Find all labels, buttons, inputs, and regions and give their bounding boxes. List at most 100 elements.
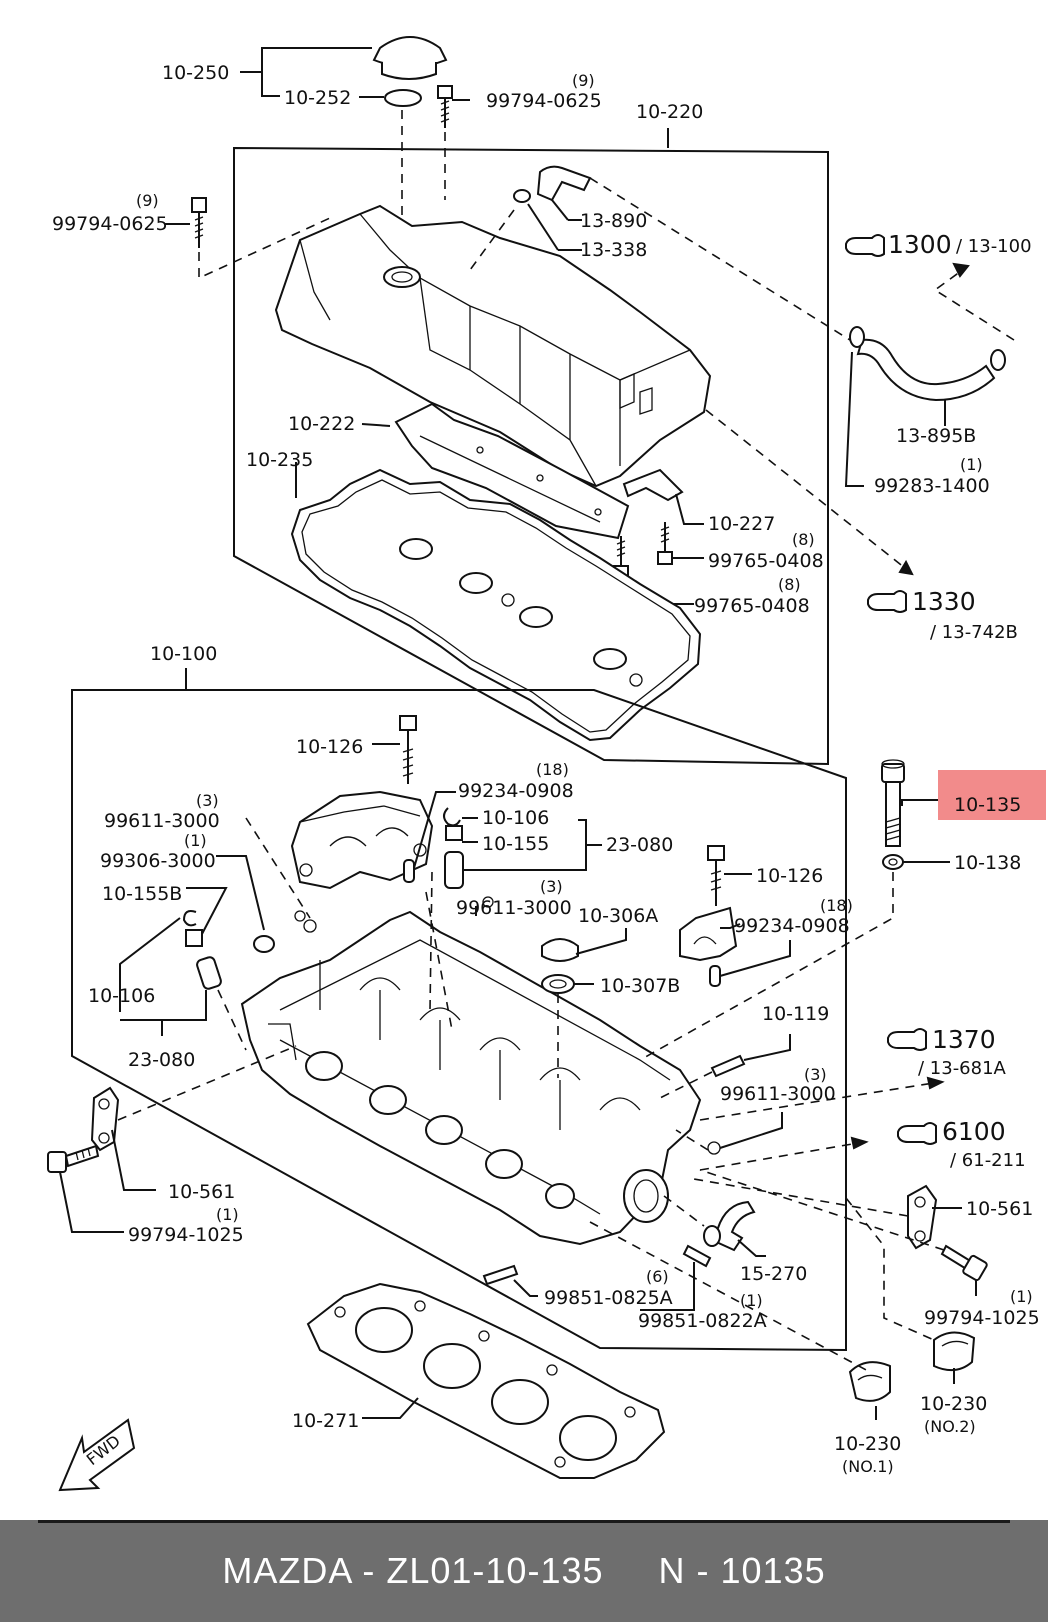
label-99794-0625-left[interactable]: 99794-0625 bbox=[52, 213, 168, 235]
label-13-890[interactable]: 13-890 bbox=[580, 210, 647, 232]
label-10-230-no1[interactable]: 10-230 bbox=[834, 1433, 901, 1455]
label-99611-3000-right[interactable]: 99611-3000 bbox=[720, 1083, 836, 1105]
engine-hanger-left[interactable] bbox=[90, 1045, 297, 1191]
label-10-307b[interactable]: 10-307B bbox=[600, 975, 680, 997]
engine-hanger-right[interactable] bbox=[687, 1177, 962, 1250]
label-10-138[interactable]: 10-138 bbox=[954, 852, 1021, 874]
cap-gasket[interactable] bbox=[384, 89, 422, 107]
label-10-561-left[interactable]: 10-561 bbox=[168, 1181, 235, 1203]
label-10-126-right[interactable]: 10-126 bbox=[756, 865, 823, 887]
camshaft-cap-right[interactable] bbox=[679, 845, 791, 987]
cover-assembly-frame bbox=[233, 146, 829, 766]
label-10-230-no2[interactable]: 10-230 bbox=[920, 1393, 987, 1415]
hanger-bolt-right[interactable] bbox=[699, 1169, 988, 1296]
label-23-080-left[interactable]: 23-080 bbox=[128, 1049, 195, 1071]
part-number-caption: MAZDA - ZL01-10-135 N - 10135 bbox=[222, 1550, 826, 1591]
cam-cap-bolt-left[interactable] bbox=[372, 715, 417, 784]
stud-10-119[interactable] bbox=[655, 1034, 791, 1101]
label-10-561-right[interactable]: 10-561 bbox=[966, 1198, 1033, 1220]
qty-99234-0908-left: (18) bbox=[536, 760, 569, 779]
qty-99765-0408-b: (8) bbox=[778, 575, 801, 594]
label-99611-3000-center[interactable]: 99611-3000 bbox=[456, 897, 572, 919]
qty-99283-1400: (1) bbox=[960, 455, 983, 474]
label-10-106-left[interactable]: 10-106 bbox=[88, 985, 155, 1007]
label-no2: (NO.2) bbox=[924, 1417, 976, 1436]
label-10-271[interactable]: 10-271 bbox=[292, 1410, 359, 1432]
camshaft-seal-no1[interactable] bbox=[848, 1361, 891, 1420]
cylinder-head-frame bbox=[71, 689, 847, 1352]
label-10-250[interactable]: 10-250 bbox=[162, 62, 229, 84]
pcv-fitting[interactable] bbox=[469, 165, 851, 341]
plug-10-306a[interactable] bbox=[541, 928, 627, 962]
cylinder-head-cover[interactable] bbox=[274, 204, 712, 488]
cover-bolt-top[interactable] bbox=[437, 85, 470, 200]
water-fitting[interactable] bbox=[663, 1195, 766, 1257]
footer-divider bbox=[38, 1520, 1010, 1523]
label-10-155[interactable]: 10-155 bbox=[482, 833, 549, 855]
label-13-895b[interactable]: 13-895B bbox=[896, 425, 976, 447]
cover-baffle-plate[interactable] bbox=[361, 402, 630, 540]
reference-hand-icon bbox=[845, 234, 937, 1145]
bracket[interactable] bbox=[622, 468, 704, 525]
label-10-252[interactable]: 10-252 bbox=[284, 87, 351, 109]
label-10-106-top[interactable]: 10-106 bbox=[482, 807, 549, 829]
label-99611-3000-left[interactable]: 99611-3000 bbox=[104, 810, 220, 832]
cover-bolt-left[interactable] bbox=[165, 197, 331, 280]
label-13-338[interactable]: 13-338 bbox=[580, 239, 647, 261]
label-23-080-top[interactable]: 23-080 bbox=[606, 834, 673, 856]
head-bolt-washer[interactable] bbox=[639, 854, 950, 1061]
label-99283-1400[interactable]: 99283-1400 bbox=[874, 475, 990, 497]
ref-1300[interactable]: 1300 bbox=[888, 230, 952, 259]
label-99851-0825a[interactable]: 99851-0825A bbox=[544, 1287, 673, 1309]
labels: 10-250 10-252 (9) 99794-0625 10-220 (9) … bbox=[52, 62, 1040, 1476]
label-99851-0822a[interactable]: 99851-0822A bbox=[638, 1310, 767, 1332]
dowel-pin-left[interactable] bbox=[403, 791, 456, 883]
camshaft-seal-no2[interactable] bbox=[933, 1331, 976, 1384]
ref-1370[interactable]: 1370 bbox=[932, 1025, 996, 1054]
qty-99794-1025-right: (1) bbox=[1010, 1287, 1033, 1306]
qty-99851-0822a: (1) bbox=[740, 1291, 763, 1310]
head-cover-gasket[interactable] bbox=[290, 462, 702, 742]
label-10-235[interactable]: 10-235 bbox=[246, 449, 313, 471]
oil-filler-cap-group bbox=[240, 36, 448, 250]
ref-6100[interactable]: 6100 bbox=[942, 1117, 1006, 1146]
label-99234-0908-right[interactable]: 99234-0908 bbox=[734, 915, 850, 937]
label-10-119[interactable]: 10-119 bbox=[762, 1003, 829, 1025]
qty-99611-3000-center: (3) bbox=[540, 877, 563, 896]
label-10-126-left[interactable]: 10-126 bbox=[296, 736, 363, 758]
footer-bar: MAZDA - ZL01-10-135 N - 10135 bbox=[0, 1520, 1048, 1622]
qty-99851-0825a: (6) bbox=[646, 1267, 669, 1286]
hanger-bolt-left[interactable] bbox=[47, 1144, 124, 1233]
label-10-227[interactable]: 10-227 bbox=[708, 513, 775, 535]
label-99306-3000[interactable]: 99306-3000 bbox=[100, 850, 216, 872]
label-99794-1025-right[interactable]: 99794-1025 bbox=[924, 1307, 1040, 1329]
label-99794-1025-left[interactable]: 99794-1025 bbox=[128, 1224, 244, 1246]
hydraulic-lash-adjuster-left[interactable] bbox=[119, 887, 247, 1051]
cylinder-head-gasket[interactable] bbox=[306, 1282, 666, 1479]
label-99794-0625-top[interactable]: 99794-0625 bbox=[486, 90, 602, 112]
ref-1370-sub: / 13-681A bbox=[918, 1058, 1007, 1079]
label-99234-0908-left[interactable]: 99234-0908 bbox=[458, 780, 574, 802]
cylinder-head-bolt[interactable] bbox=[881, 759, 938, 847]
label-10-135[interactable]: 10-135 bbox=[954, 794, 1021, 816]
cover-bolt-right[interactable] bbox=[657, 522, 704, 565]
label-99765-0408-a[interactable]: 99765-0408 bbox=[708, 550, 824, 572]
label-10-155b[interactable]: 10-155B bbox=[102, 883, 182, 905]
camshaft-cap[interactable] bbox=[290, 790, 434, 890]
ref-1300-sub: / 13-100 bbox=[956, 236, 1032, 257]
qty-99306-3000: (1) bbox=[184, 831, 207, 850]
label-15-270[interactable]: 15-270 bbox=[740, 1263, 807, 1285]
label-no1: (NO.1) bbox=[842, 1457, 894, 1476]
stud-99851-0825a[interactable] bbox=[482, 1264, 538, 1297]
ref-1330[interactable]: 1330 bbox=[912, 587, 976, 616]
label-10-220[interactable]: 10-220 bbox=[636, 101, 703, 123]
hydraulic-lash-adjuster-top[interactable] bbox=[443, 807, 602, 889]
label-99765-0408-b[interactable]: 99765-0408 bbox=[694, 595, 810, 617]
label-10-100[interactable]: 10-100 bbox=[150, 643, 217, 665]
label-10-222[interactable]: 10-222 bbox=[288, 413, 355, 435]
cylinder-head[interactable] bbox=[240, 896, 702, 1246]
plug-99306[interactable] bbox=[253, 935, 275, 953]
washer-10-307b[interactable] bbox=[541, 974, 594, 1078]
ventilation-hose[interactable] bbox=[705, 262, 1015, 576]
label-10-306a[interactable]: 10-306A bbox=[578, 905, 658, 927]
